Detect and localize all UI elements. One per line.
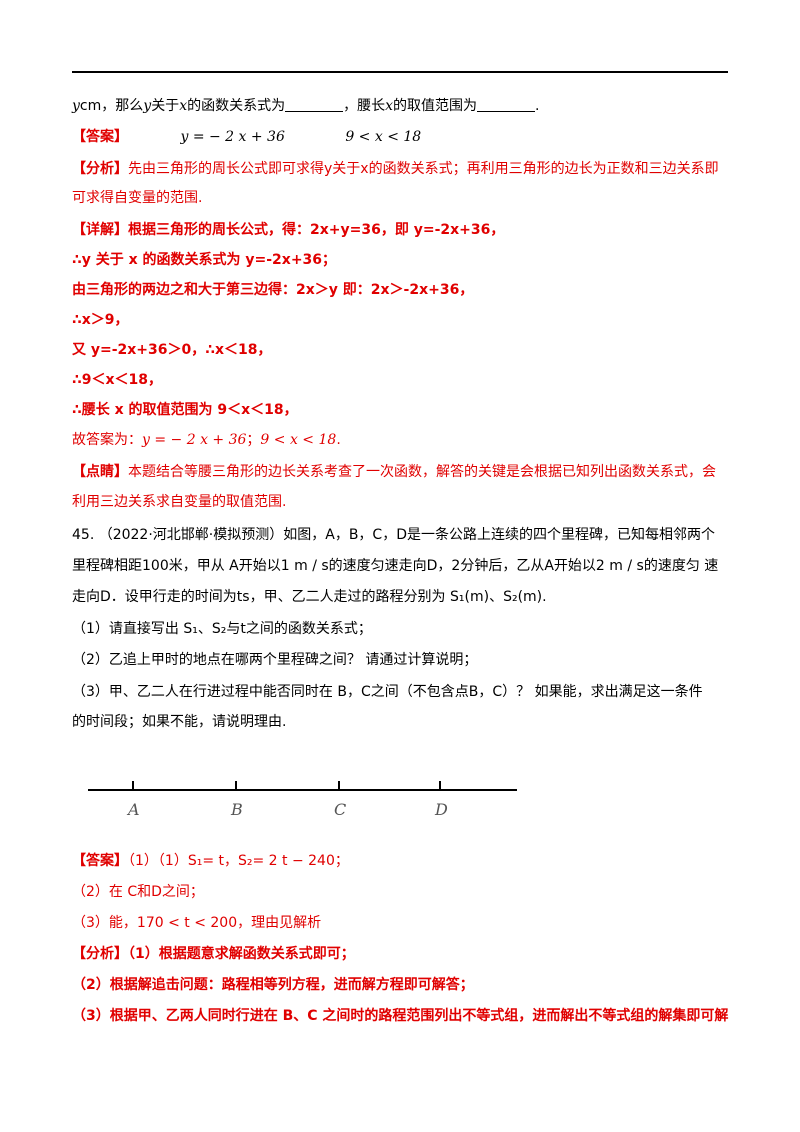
top-rule <box>72 71 728 73</box>
answer-tag: 【答案】 <box>72 129 128 145</box>
q45-sub-2: （2）乙追上甲时的地点在哪两个里程碑之间？ 请通过计算说明； <box>72 652 478 668</box>
analysis45-text: （1）根据题意求解函数关系式即可； <box>128 946 355 962</box>
q45-line-2: 里程碑相距100米，甲从 A开始以1 m / s的速度匀速走向D，2分钟后，乙从… <box>72 558 719 574</box>
text: 的函数关系式为 <box>187 98 286 114</box>
text: cm，那么 <box>79 98 144 114</box>
text: ； <box>246 432 261 448</box>
analysis-tag: 【分析】 <box>72 161 128 177</box>
answer45-text: （1）（1）S₁= t，S₂= 2 t − 240； <box>128 853 349 869</box>
text: 关于 <box>151 98 180 114</box>
analysis-line-2: 可求得自变量的范围. <box>72 190 203 206</box>
detail-line-7: ∴腰长 x 的取值范围为 9＜x＜18， <box>72 402 298 418</box>
point-tag: 【点睛】 <box>72 464 128 480</box>
var-x: x <box>179 98 188 114</box>
text: ，腰长 <box>343 98 386 114</box>
detail-line-5: 又 y=-2x+36＞0，∴x＜18， <box>72 342 272 358</box>
answer45-tag: 【答案】 <box>72 853 128 869</box>
text: . <box>336 432 341 448</box>
milestone-diagram: A B C D <box>88 781 517 819</box>
detail-line-6: ∴9＜x＜18， <box>72 372 162 388</box>
answer-expr-1: y = − 2 x + 36 <box>180 129 285 145</box>
q45-sub-3a: （3）甲、乙二人在行进过程中能否同时在 B，C之间（不包含点B，C）？ 如果能，… <box>72 684 703 700</box>
expr: 9 < x < 18 <box>260 432 337 448</box>
analysis-text: 先由三角形的周长公式即可求得y关于x的函数关系式；再利用三角形的边长为正数和三边… <box>128 161 719 177</box>
q45-line-1: 45. （2022·河北邯郸·模拟预测）如图，A，B，C，D是一条公路上连续的四… <box>72 527 715 543</box>
analysis-line-1: 【分析】先由三角形的周长公式即可求得y关于x的函数关系式；再利用三角形的边长为正… <box>72 159 732 179</box>
q45-sub-3b: 的时间段；如果不能，请说明理由. <box>72 714 287 730</box>
label-a: A <box>126 800 140 819</box>
detail-line-3: 由三角形的两边之和大于第三边得：2x＞y 即：2x＞-2x+36， <box>72 282 474 298</box>
detail-line-4: ∴x＞9， <box>72 312 129 328</box>
q45-line-3: 走向D．设甲行走的时间为ts，甲、乙二人走过的路程分别为 S₁(m)、S₂(m)… <box>72 589 547 605</box>
label-b: B <box>230 800 243 819</box>
analysis45-line-3: （3）根据甲、乙两人同时行进在 B、C 之间时的路程范围列出不等式组，进而解出不… <box>72 1008 729 1024</box>
answer45-line-3: （3）能，170 < t < 200，理由见解析 <box>72 915 322 931</box>
label-c: C <box>334 800 346 819</box>
answer-blank-2[interactable] <box>477 97 535 112</box>
analysis45-line-0: 【分析】（1）根据题意求解函数关系式即可； <box>72 944 732 964</box>
var-y: y <box>72 98 80 114</box>
q45-sub-1: （1）请直接写出 S₁、S₂与t之间的函数关系式； <box>72 621 372 637</box>
detail-text: 根据三角形的周长公式，得：2x+y=36，即 y=-2x+36， <box>128 222 505 238</box>
label-d: D <box>434 800 448 819</box>
expr: y = − 2 x + 36 <box>142 432 247 448</box>
text: . <box>535 98 540 114</box>
answer-line: 【答案】 y = − 2 x + 36 9 < x < 18 <box>72 127 732 147</box>
answer45-line-2: （2）在 C和D之间； <box>72 884 204 900</box>
detail-line-8: 故答案为：y = − 2 x + 36；9 < x < 18. <box>72 430 732 450</box>
detail-tag: 【详解】 <box>72 222 128 238</box>
point-line-1: 【点睛】本题结合等腰三角形的边长关系考查了一次函数，解答的关键是会根据已知列出函… <box>72 462 732 482</box>
analysis45-line-2: （2）根据解追击问题：路程相等列方程，进而解方程即可解答； <box>72 977 474 993</box>
text: 的取值范围为 <box>393 98 477 114</box>
question-tail-line: ycm，那么y关于x的函数关系式为，腰长x的取值范围为. <box>72 96 732 116</box>
detail-line-1: 【详解】根据三角形的周长公式，得：2x+y=36，即 y=-2x+36， <box>72 220 732 240</box>
answer-blank-1[interactable] <box>285 97 344 112</box>
point-line-2: 利用三边关系求自变量的取值范围. <box>72 494 287 510</box>
var-x: x <box>385 98 393 114</box>
text: 故答案为： <box>72 432 142 448</box>
answer45-line-1: 【答案】（1）（1）S₁= t，S₂= 2 t − 240； <box>72 851 732 871</box>
detail-line-2: ∴y 关于 x 的函数关系式为 y=-2x+36； <box>72 252 337 268</box>
point-text: 本题结合等腰三角形的边长关系考查了一次函数，解答的关键是会根据已知列出函数关系式… <box>128 464 716 480</box>
answer-expr-2: 9 < x < 18 <box>345 129 422 145</box>
var-y: y <box>143 98 152 114</box>
analysis45-tag: 【分析】 <box>72 946 128 962</box>
